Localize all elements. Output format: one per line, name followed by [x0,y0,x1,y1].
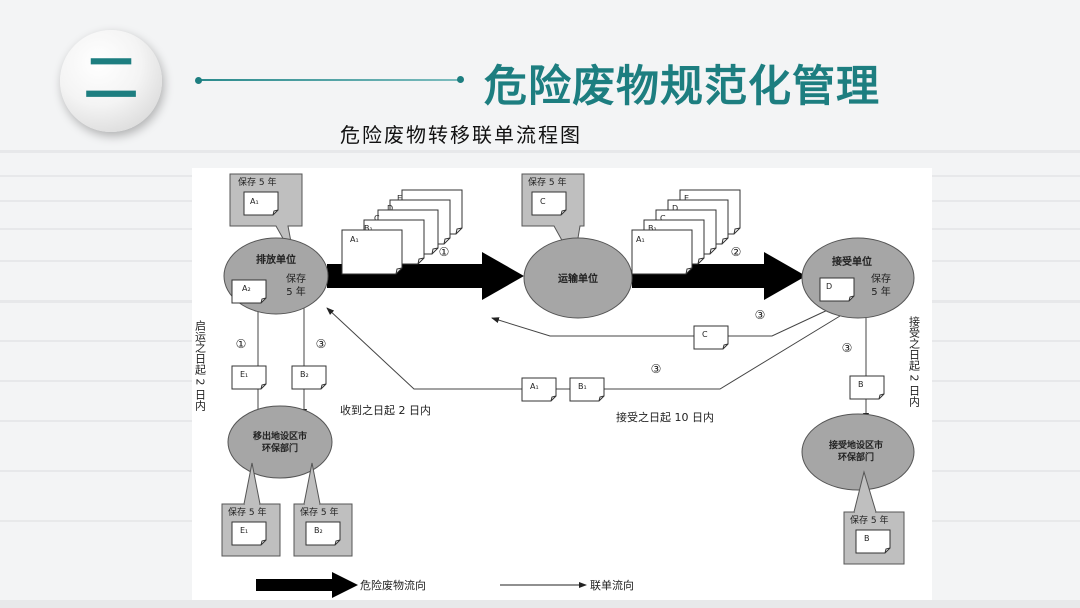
flow-doc-e1-shape [231,365,267,390]
node-label: 排放单位 [256,253,296,266]
callout-title: 保存 5 年 [850,514,888,526]
step-marker-3-left: ③ [316,337,327,351]
node-label: 运输单位 [558,272,598,285]
node-discharger: 排放单位 A₂ 保存 5 年 [223,237,329,315]
note-left-vertical: 启运之日起 2 日内 [194,320,207,412]
stack-doc-a1: A₁ [350,235,359,244]
step-marker-3-right: ③ [842,341,853,355]
node-keep-years: 5 年 [286,285,306,298]
section-number: 二 [84,47,138,110]
callout-doc: B₂ [314,526,323,535]
callout-title: 保存 5 年 [238,176,276,188]
legend-manifest-flow: 联单流向 [500,578,634,592]
stack-doc-d: D [387,204,393,213]
legend-label: 危险废物流向 [360,578,426,592]
node-doc: D [826,282,832,291]
return-doc-a1-shape [521,377,557,402]
doc-stack-2: E D C B₁ A₁ [631,189,741,275]
node-dest-epa: 接受地设区市 环保部门 [801,413,915,491]
flow-doc-b2: B₂ [300,370,309,379]
callout-dest-keep: 保存 5 年 B [843,470,905,565]
title-connector-line [198,79,460,81]
return-doc-b1-shape [569,377,605,402]
callout-title: 保存 5 年 [228,506,266,518]
flow-doc-b: B [858,380,864,389]
callout-doc: C [540,197,546,206]
note-accept-10days: 接受之日起 10 日内 [616,410,714,424]
note-right-vertical: 接受之日起 2 日内 [908,316,921,408]
return-doc-a1: A₁ [530,382,539,391]
node-receiver: 接受单位 D 保存 5 年 [801,237,915,319]
step-marker-1: ① [439,245,450,259]
stack-doc-d: D [672,204,678,213]
step-marker-1-left: ① [236,337,247,351]
connector-dot-right [457,76,464,83]
node-keep-years: 5 年 [871,285,891,298]
stack-doc-c: C [660,214,666,223]
node-label-line1: 接受地设区市 [829,439,883,451]
callout-origin-keep-2: 保存 5 年 B₂ [293,462,353,557]
callout-origin-keep-1: 保存 5 年 E₁ [221,462,281,557]
diagram-title: 危险废物转移联单流程图 [340,123,582,147]
section-number-badge: 二 [60,30,162,132]
node-label-line1: 移出地设区市 [253,430,307,442]
manifest-flow-diagram: 保存 5 年 A₁ 保存 5 年 C 排放单位 A₂ 保存 5 年 运输单位 [192,168,932,600]
flow-doc-b2-shape [291,365,327,390]
return-doc-c: C [702,330,708,339]
node-label-line2: 环保部门 [838,451,874,463]
callout-discharger-keep: 保存 5 年 A₁ [229,173,303,259]
node-keep: 保存 [286,272,306,285]
step-marker-3-a1b1: ③ [651,362,662,376]
stack-doc-c: C [374,214,380,223]
doc-stack-1: E D C B₁ A₁ [341,189,463,275]
callout-title: 保存 5 年 [528,176,566,188]
waste-flow-arrow-2 [632,252,806,300]
flowchart-canvas: 保存 5 年 A₁ 保存 5 年 C 排放单位 A₂ 保存 5 年 运输单位 [194,173,921,598]
node-keep: 保存 [871,272,891,285]
node-label-line2: 环保部门 [262,442,298,454]
flow-doc-e1: E₁ [240,370,248,379]
legend-waste-flow: 危险废物流向 [256,572,426,598]
stack-doc-a1: A₁ [636,235,645,244]
callout-title: 保存 5 年 [300,506,338,518]
note-receive-2days: 收到之日起 2 日内 [340,403,431,417]
manifest-return-a1-b1 [326,307,841,390]
stack-doc-e: E [397,194,402,203]
step-marker-3-c: ③ [755,308,766,322]
stack-doc-b1: B₁ [648,224,657,233]
stack-doc-e: E [684,194,689,203]
node-doc: A₂ [242,284,251,293]
node-transporter: 运输单位 [523,237,633,319]
step-marker-2: ② [731,245,742,259]
stack-doc-b1: B₁ [364,224,373,233]
return-doc-c-shape [693,325,729,350]
page-title: 危险废物规范化管理 [484,62,880,112]
callout-doc: A₁ [250,197,259,206]
node-label: 接受单位 [832,255,872,268]
flow-doc-b-shape [849,375,885,400]
manifest-return-c [491,307,833,337]
connector-dot-left [195,77,202,84]
node-origin-epa: 移出地设区市 环保部门 [227,405,333,479]
return-doc-b1: B₁ [578,382,587,391]
callout-doc: E₁ [240,526,248,535]
callout-doc: B [864,534,870,543]
legend-label: 联单流向 [590,578,634,592]
